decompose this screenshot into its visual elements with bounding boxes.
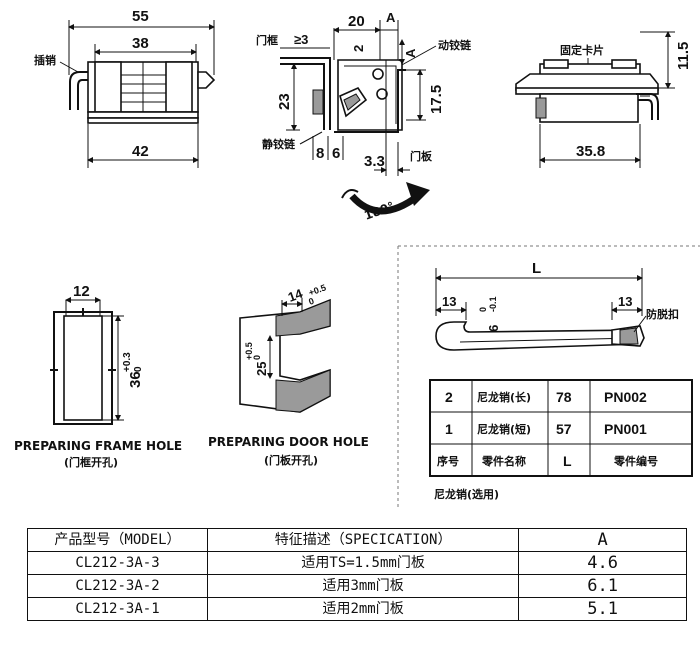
cell-spec: 适用3mm门板 [206,574,520,598]
parts-table: 2 尼龙销(长) 78 PN002 1 尼龙销(短) 57 PN001 序号 零… [429,379,693,477]
parts-row-len: 78 [556,389,572,405]
cell-spec: 适用2mm门板 [206,597,520,621]
frame-hole-drawing: 12 36 +0.3 0 PREPARING FRAME HOLE (门框开孔) [14,283,182,469]
parts-row-len: 57 [556,421,572,437]
table-row: CL212-3A-2 适用3mm门板 6.1 [27,574,687,598]
dim-A-side: A [403,48,418,58]
frame-hole-caption-cn: (门框开孔) [64,455,118,469]
label-static-hinge: 静铰链 [262,137,296,151]
label-moving-hinge: 动铰链 [438,38,472,52]
cell-model: CL212-3A-1 [27,597,208,621]
door-hole-caption-en: PREPARING DOOR HOLE [208,435,369,449]
dim-13-left: 13 [442,294,456,309]
nylon-pin-caption: 尼龙销(选用) [434,487,499,501]
dim-23: 23 [276,93,293,110]
cell-a: 6.1 [518,574,687,598]
cell-a: 5.1 [518,597,687,621]
parts-header-name: 零件名称 [481,454,526,468]
dim-ge3: ≥3 [294,32,308,47]
parts-header-code: 零件编号 [613,454,658,468]
parts-row-no: 1 [445,421,453,437]
dim-6: 6 [332,145,340,162]
table-row: CL212-3A-3 适用TS=1.5mm门板 4.6 [27,551,687,575]
parts-header-len: L [563,453,572,469]
dim-38: 38 [132,35,149,52]
dim-25-tol-zero: 0 [252,355,262,360]
frame-hole-caption-en: PREPARING FRAME HOLE [14,439,182,453]
door-hole-caption-cn: (门板开孔) [264,453,318,467]
dim-25: 25 [254,362,269,376]
label-pin: 插销 [34,53,56,67]
parts-header-no: 序号 [437,454,459,468]
header-model: 产品型号（MODEL） [27,528,208,552]
hinge-top-view: 55 38 42 插销 [34,8,216,168]
parts-row-no: 2 [445,389,453,405]
dim-dia-tol-zero: 0 [478,307,488,312]
cell-model: CL212-3A-2 [27,574,208,598]
rotation-label: 180° [362,199,396,223]
cell-model: CL212-3A-3 [27,551,208,575]
dim-8: 8 [316,145,324,162]
rotation-arrow-icon [341,182,430,215]
nylon-pin-panel: L 13 13 Ø6 0 -0.1 防脱扣 尼龙销(选用) [397,245,700,508]
spec-table-header: 产品型号（MODEL） 特征描述（SPECICATION） A [27,528,687,552]
dim-20: 20 [348,13,365,30]
dim-13-right: 13 [618,294,632,309]
dim-36: 36 [127,371,144,388]
dim-12: 12 [73,283,90,300]
dim-36-tol-plus: +0.3 [122,352,133,372]
dim-25-tol-plus: +0.5 [244,342,254,360]
parts-row-name: 尼龙销(长) [477,390,531,404]
dim-3-3: 3.3 [364,153,385,170]
parts-row-code: PN002 [604,389,647,405]
cell-a: 4.6 [518,551,687,575]
dim-36-tol-zero: 0 [133,366,144,372]
dim-42: 42 [132,143,149,160]
label-anti-loose: 防脱扣 [646,307,679,321]
header-spec: 特征描述（SPECICATION） [206,528,520,552]
spec-table: 产品型号（MODEL） 特征描述（SPECICATION） A CL212-3A… [27,528,687,621]
door-hole-drawing: 14 +0.5 0 25 +0.5 0 PREPARING DOOR HOLE … [208,282,369,467]
technical-drawing: 55 38 42 插销 [14,8,700,508]
dim-17-5: 17.5 [428,85,445,114]
dim-dia-tol-minus: -0.1 [488,296,498,312]
parts-row-name: 尼龙销(短) [477,422,531,436]
parts-row-code: PN001 [604,421,647,437]
dim-14-tol-zero: 0 [307,296,315,307]
dim-L: L [532,260,541,277]
dim-55: 55 [132,8,149,25]
table-row: CL212-3A-1 适用2mm门板 5.1 [27,597,687,621]
label-door: 门板 [410,149,433,163]
dim-11-5: 11.5 [675,42,692,70]
cell-spec: 适用TS=1.5mm门板 [206,551,520,575]
dim-2: 2 [351,45,366,52]
hinge-front-view: 固定卡片 11.5 35.8 [515,31,692,168]
label-clip: 固定卡片 [560,43,604,57]
label-frame: 门框 [256,33,278,47]
dim-A-top: A [386,10,396,25]
header-a: A [518,528,687,552]
dim-35-8: 35.8 [576,143,605,160]
dim-14: 14 [286,286,305,305]
hinge-side-section: 20 A 门框 ≥3 2 A 动铰链 23 [256,10,472,223]
